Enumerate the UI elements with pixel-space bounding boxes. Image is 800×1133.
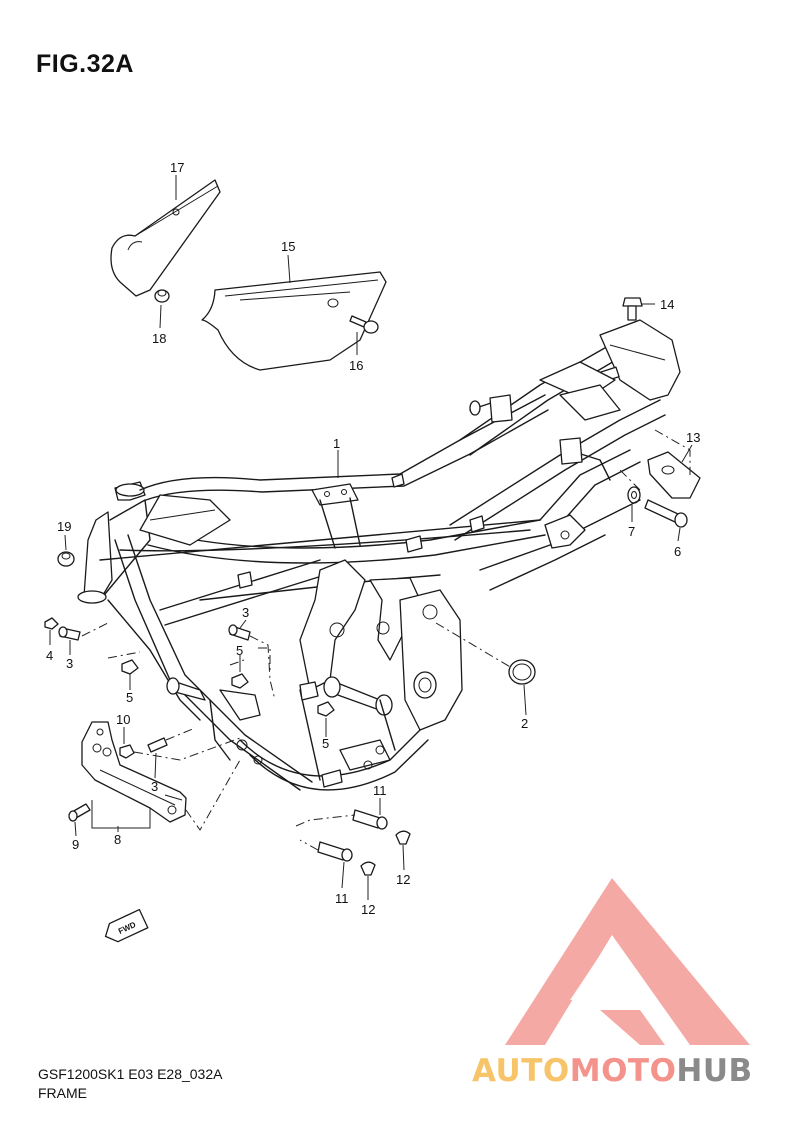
part-12-plug-b — [360, 861, 376, 876]
callout-18: 18 — [152, 331, 166, 346]
part-9-bolt — [68, 803, 91, 822]
figure-title: FIG.32A — [36, 50, 134, 78]
leader-lines — [49, 175, 693, 900]
part-12-plug-a — [395, 830, 411, 845]
part-2-cap — [508, 659, 536, 685]
callout-14: 14 — [660, 297, 674, 312]
part-13-bracket — [647, 451, 701, 499]
part-15-frame-cover — [110, 179, 221, 297]
part-14-bolt — [622, 297, 643, 321]
callout-16: 15 — [281, 239, 295, 254]
callout-19: 19 — [57, 519, 71, 534]
part-1-main-frame — [77, 319, 681, 791]
part-3-bolt-b — [228, 624, 251, 641]
watermark-inner-mark — [570, 955, 640, 1010]
callout-7: 7 — [628, 524, 635, 539]
watermark-inner-g — [600, 1010, 665, 1045]
callout-2: 2 — [521, 716, 528, 731]
diagram-name: FRAME — [38, 1085, 87, 1101]
callout-11-upper: 11 — [373, 783, 387, 798]
diagram-code: GSF1200SK1 E03 E28_032A — [38, 1066, 223, 1082]
part-4-nut — [44, 617, 59, 630]
watermark-triangle — [505, 878, 750, 1045]
assembly-lines — [81, 429, 691, 851]
watermark-text: AUTOMOTOHUB — [472, 1053, 753, 1089]
part-6-bolt — [644, 499, 688, 528]
callout-12-upper: 12 — [396, 872, 410, 887]
callout-17: 16 — [349, 358, 363, 373]
part-16-frame-cover — [201, 271, 387, 371]
part-5-nut-c — [317, 701, 335, 717]
part-11-bolt-a — [352, 809, 388, 830]
callout-labels: 17 18 15 16 14 13 7 6 1 19 4 3 3 5 5 5 1… — [46, 160, 700, 917]
callout-5-lower: 5 — [322, 736, 329, 751]
part-11-bolt-b — [317, 841, 353, 862]
callout-6: 6 — [674, 544, 681, 559]
part-10-nut — [119, 744, 135, 759]
part-19-nut — [57, 551, 75, 567]
part-3-bolt-c — [147, 737, 168, 753]
callout-5-left: 5 — [126, 690, 133, 705]
watermark-text-moto: MOTO — [570, 1053, 677, 1089]
part-8-bracket — [81, 721, 187, 823]
callout-1: 1 — [333, 436, 340, 451]
fwd-arrow-icon: FWD — [104, 908, 149, 943]
callout-3-lower: 3 — [151, 779, 158, 794]
callout-4: 4 — [46, 648, 53, 663]
callout-9: 9 — [72, 837, 79, 852]
callout-10: 10 — [116, 712, 130, 727]
part-5-nut-b — [231, 673, 249, 689]
callout-15: 17 — [170, 160, 184, 175]
callout-3-center: 3 — [242, 605, 249, 620]
callout-5-center: 5 — [236, 643, 243, 658]
watermark-text-hub: HUB — [676, 1053, 752, 1089]
callout-8: 8 — [114, 832, 121, 847]
part-3-bolt-a — [58, 626, 81, 641]
callout-12-lower: 12 — [361, 902, 375, 917]
part-5-nut-a — [121, 659, 139, 675]
callout-11-lower: 11 — [335, 891, 349, 906]
part-18-grommet — [154, 289, 170, 303]
watermark-text-auto: AUTO — [472, 1053, 570, 1089]
callout-13: 13 — [686, 430, 700, 445]
part-17-bolt — [349, 315, 379, 334]
callout-3-left: 3 — [66, 656, 73, 671]
watermark-logo: AUTOMOTOHUB — [472, 878, 753, 1089]
